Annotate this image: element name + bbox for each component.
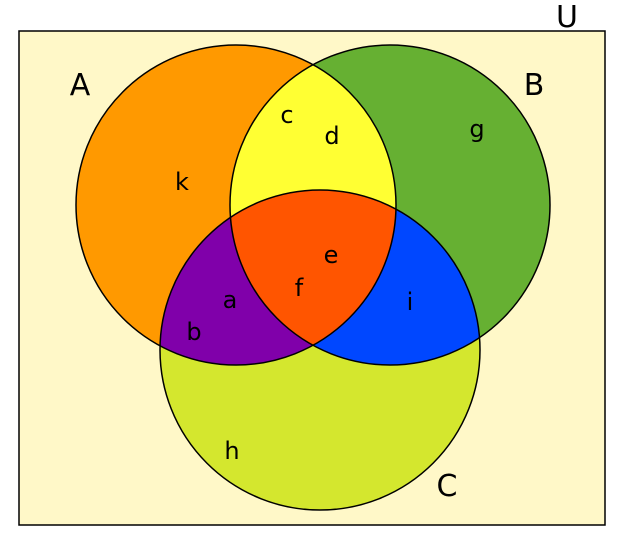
region-label-i: i bbox=[407, 288, 414, 316]
set-a-outline bbox=[75, 44, 397, 366]
universe-label: U bbox=[556, 0, 578, 35]
region-label-c: c bbox=[280, 101, 293, 129]
set-label-b: B bbox=[524, 68, 545, 103]
region-label-k: k bbox=[175, 168, 189, 196]
set-label-c: C bbox=[437, 469, 458, 504]
region-label-f: f bbox=[295, 274, 304, 302]
region-label-e: e bbox=[324, 241, 339, 269]
set-label-a: A bbox=[70, 68, 91, 103]
region-label-b: b bbox=[186, 318, 201, 346]
region-label-d: d bbox=[324, 122, 339, 150]
set-b-outline bbox=[229, 44, 551, 366]
set-c-outline bbox=[159, 189, 481, 511]
region-label-g: g bbox=[469, 115, 484, 143]
region-label-a: a bbox=[223, 286, 238, 314]
region-label-h: h bbox=[224, 437, 239, 465]
